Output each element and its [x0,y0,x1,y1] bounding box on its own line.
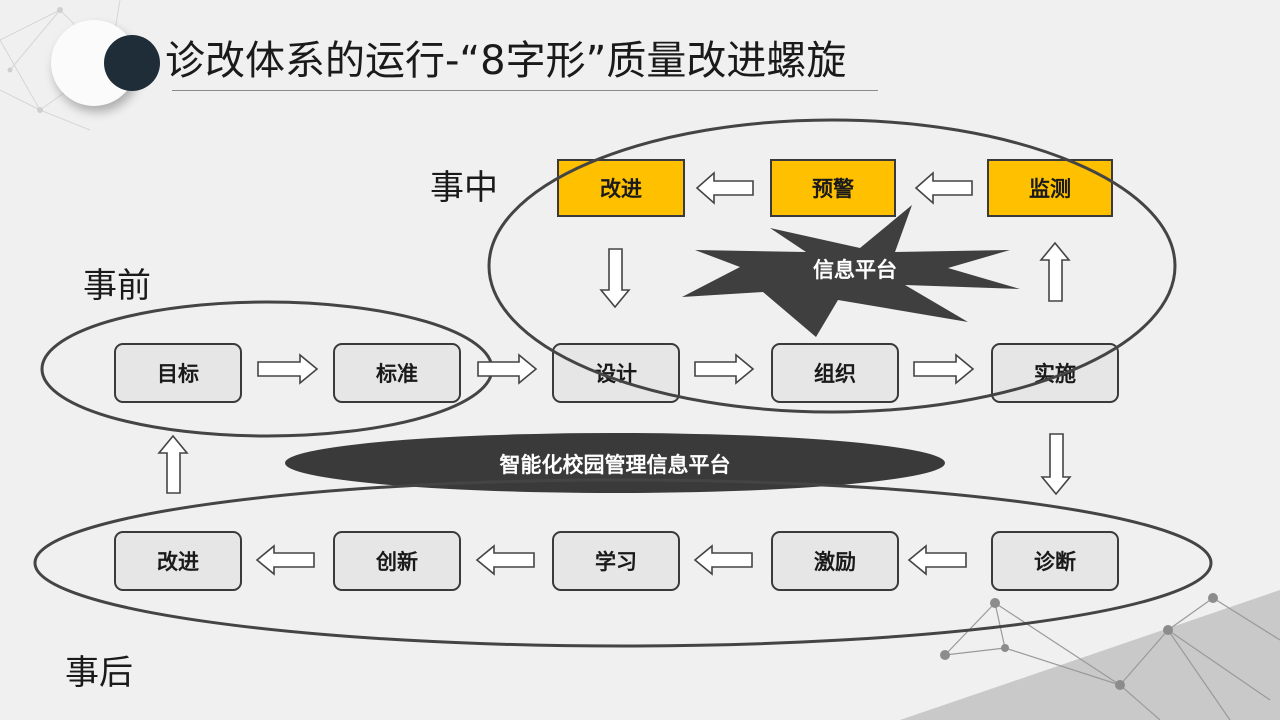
smart-campus-platform-pill [285,433,945,493]
arrow-organize-to-implement [913,353,975,385]
node-implement: 实施 [991,343,1119,403]
arrow-improve-to-target [157,434,189,494]
arrow-design-to-organize [694,353,755,385]
node-warning: 预警 [770,159,896,217]
node-learn: 学习 [552,531,680,591]
arrow-target-to-standard [257,353,319,385]
arrow-warning-to-improve [695,171,754,205]
node-incentive: 激励 [771,531,899,591]
node-organize: 组织 [771,343,899,403]
info-platform-label: 信息平台 [813,258,897,282]
node-monitor: 监测 [987,159,1113,217]
title-underline [172,90,878,91]
node-target: 目标 [114,343,242,403]
arrow-improve-to-design [599,248,631,309]
arrow-implement-to-diagnose [1040,433,1072,496]
arrow-monitor-to-warning [914,171,973,205]
phase-label-before: 事前 [83,266,151,306]
phase-label-after: 事后 [65,653,133,693]
node-innovate: 创新 [333,531,461,591]
page-title: 诊改体系的运行-“8字形”质量改进螺旋 [165,38,847,84]
title-badge-dot [104,35,160,91]
phase-label-during: 事中 [430,168,498,208]
arrow-incentive-to-learn [693,544,753,576]
node-improve-bottom: 改进 [114,531,242,591]
info-platform-star [682,205,1020,337]
arrow-learn-to-innovate [475,544,535,576]
arrow-innovate-to-improve [255,544,315,576]
smart-campus-platform-label: 智能化校园管理信息平台 [499,453,731,477]
grey-triangle-decoration [900,590,1280,720]
arrow-diagnose-to-incentive [907,544,967,576]
network-pattern-bottom-right [944,597,1280,720]
node-standard: 标准 [333,343,461,403]
arrow-standard-to-design [477,353,538,385]
arrow-implement-to-monitor [1039,241,1071,302]
node-diagnose: 诊断 [991,531,1119,591]
ellipse-after [33,478,1213,648]
ellipse-during [487,118,1177,414]
network-pattern-top-left [0,0,121,131]
